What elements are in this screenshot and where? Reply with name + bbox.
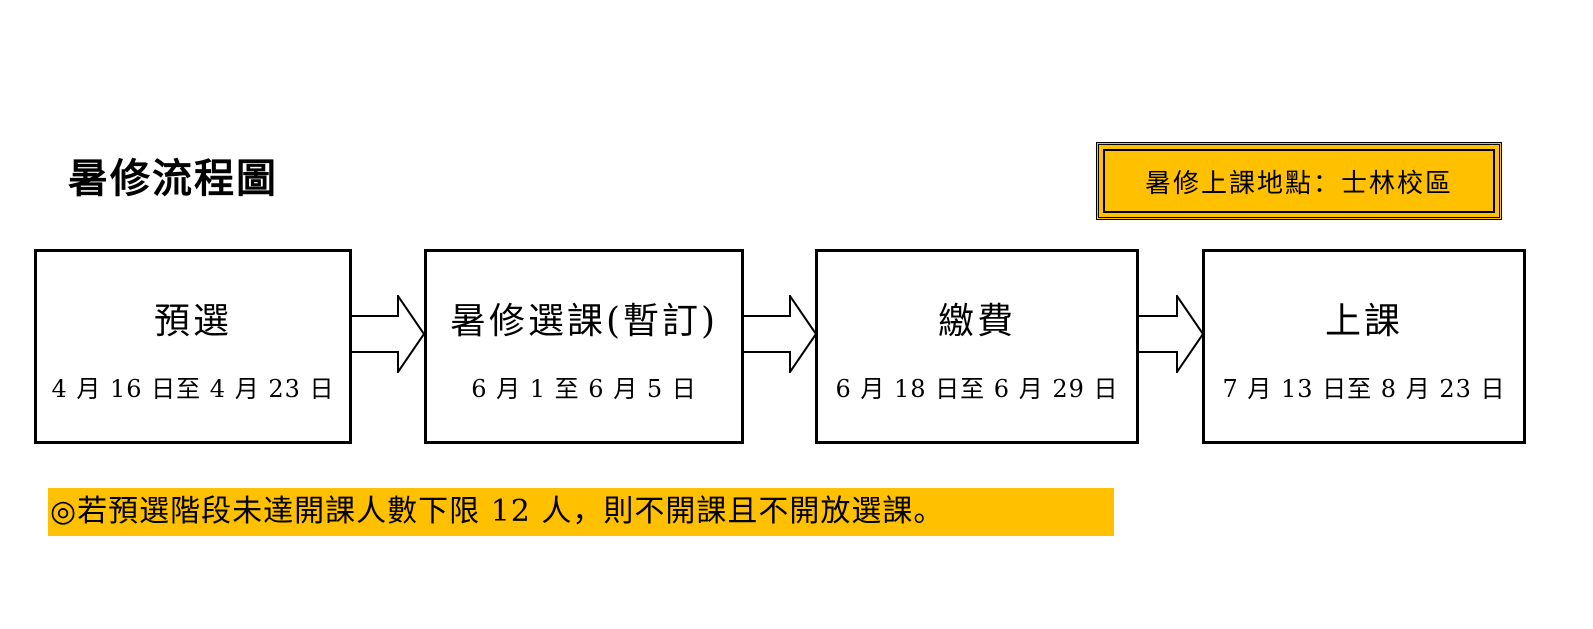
location-inner-border [1103, 149, 1495, 213]
step-date: 6 月 1 至 6 月 5 日 [471, 375, 697, 403]
step-date: 6 月 18 日至 6 月 29 日 [835, 375, 1119, 403]
step-label: 繳費 [937, 301, 1016, 342]
step-course-selection: 暑修選課(暫訂) 6 月 1 至 6 月 5 日 [424, 249, 744, 444]
step-label: 上課 [1324, 301, 1403, 342]
step-payment: 繳費 6 月 18 日至 6 月 29 日 [815, 249, 1139, 444]
arrow-right-icon [742, 295, 818, 373]
step-label: 暑修選課(暫訂) [449, 301, 719, 342]
location-text: 暑修上課地點：士林校區 [1144, 168, 1453, 199]
arrow-right-icon [350, 295, 426, 373]
arrow-right-icon [1137, 295, 1205, 373]
location-box: 暑修上課地點：士林校區 [1096, 142, 1502, 220]
enrollment-note: ◎若預選階段未達開課人數下限 12 人，則不開課且不開放選課。 [48, 488, 1114, 536]
step-label: 預選 [153, 301, 232, 342]
step-date: 4 月 16 日至 4 月 23 日 [51, 375, 335, 403]
page-title: 暑修流程圖 [68, 156, 278, 202]
step-preselection: 預選 4 月 16 日至 4 月 23 日 [34, 249, 352, 444]
step-date: 7 月 13 日至 8 月 23 日 [1222, 375, 1506, 403]
step-class: 上課 7 月 13 日至 8 月 23 日 [1202, 249, 1526, 444]
